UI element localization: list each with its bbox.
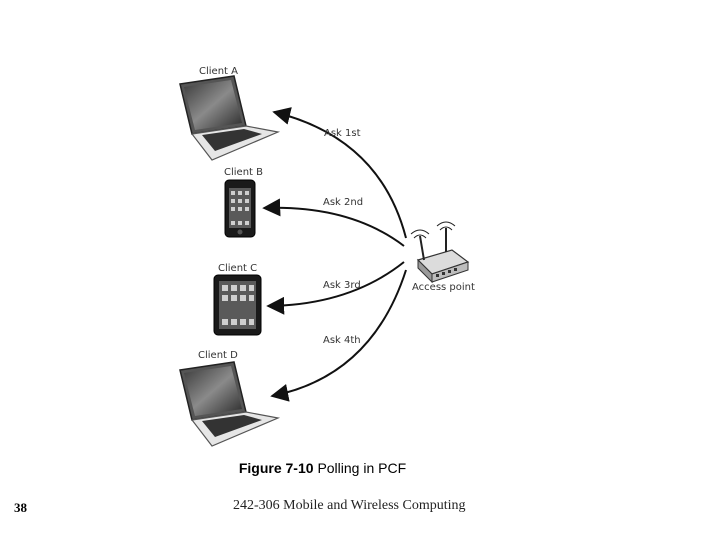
figure-caption: Figure 7-10 Polling in PCF xyxy=(0,460,645,476)
poll-arrow-4 xyxy=(270,269,407,402)
client-c-tablet-icon xyxy=(213,274,262,336)
poll-label-1: Ask 1st xyxy=(324,128,361,139)
poll-arrow-2 xyxy=(262,198,405,247)
client-c-label: Client C xyxy=(218,263,258,274)
client-a-laptop-icon xyxy=(179,75,281,161)
page-number: 38 xyxy=(14,500,27,515)
poll-label-3: Ask 3rd xyxy=(323,280,361,291)
client-d-label: Client D xyxy=(198,350,238,361)
client-a-label: Client A xyxy=(199,66,238,77)
figure-number: Figure 7-10 xyxy=(238,460,314,476)
client-b-label: Client B xyxy=(224,167,263,178)
client-b-smartphone-icon xyxy=(224,179,256,238)
access-point-icon xyxy=(410,221,470,284)
poll-arrow-1 xyxy=(272,107,407,239)
figure-title: Polling in PCF xyxy=(317,460,407,476)
poll-label-2: Ask 2nd xyxy=(323,197,364,208)
course-footer: 242-306 Mobile and Wireless Computing xyxy=(233,498,466,513)
poll-label-4: Ask 4th xyxy=(323,335,361,346)
client-d-laptop-icon xyxy=(179,361,281,447)
access-point-label: Access point xyxy=(412,282,475,293)
poll-arrow-3 xyxy=(266,261,405,315)
